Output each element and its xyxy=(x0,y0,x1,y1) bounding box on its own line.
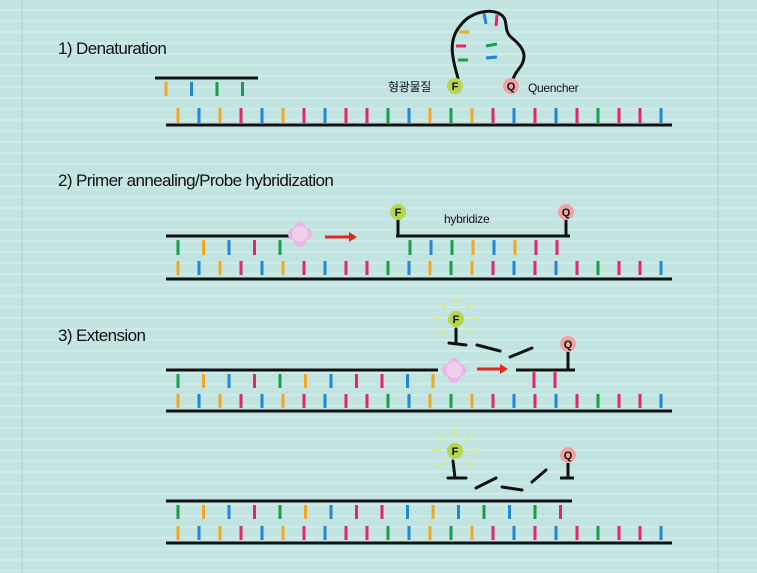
arrow-icon xyxy=(477,364,508,374)
probe-fragments xyxy=(446,459,548,492)
quencher-label: Quencher xyxy=(528,81,579,95)
arrow-icon xyxy=(325,232,357,242)
polymerase-icon xyxy=(442,358,466,383)
quencher-icon: Q xyxy=(558,204,574,236)
fluorophore-icon: F xyxy=(448,311,464,327)
step-2-title: 2) Primer annealing/Probe hybridization xyxy=(58,171,333,190)
svg-text:F: F xyxy=(452,81,459,93)
step-1-title: 1) Denaturation xyxy=(58,39,166,58)
quencher-icon: Q xyxy=(503,78,519,94)
step-3-title: 3) Extension xyxy=(58,326,145,345)
svg-text:F: F xyxy=(453,314,460,326)
svg-text:F: F xyxy=(452,446,459,458)
svg-text:Q: Q xyxy=(564,339,573,351)
polymerase-icon xyxy=(288,222,312,247)
svg-text:Q: Q xyxy=(507,81,516,93)
fluorophore-icon: F xyxy=(447,443,463,459)
fluorophore-label: 형광물질 xyxy=(388,80,431,94)
quencher-icon: Q xyxy=(560,447,576,480)
probe-fragments xyxy=(447,327,534,359)
hybridize-label: hybridize xyxy=(444,212,490,226)
glow-icon xyxy=(432,428,478,474)
dna-strands xyxy=(155,76,672,545)
svg-text:Q: Q xyxy=(564,450,573,462)
quencher-icon: Q xyxy=(560,336,576,370)
svg-text:F: F xyxy=(395,207,402,219)
svg-text:Q: Q xyxy=(562,207,571,219)
fluorophore-icon: F xyxy=(390,204,406,236)
fluorophore-icon: F xyxy=(447,78,463,94)
hairpin-probe xyxy=(450,9,526,86)
